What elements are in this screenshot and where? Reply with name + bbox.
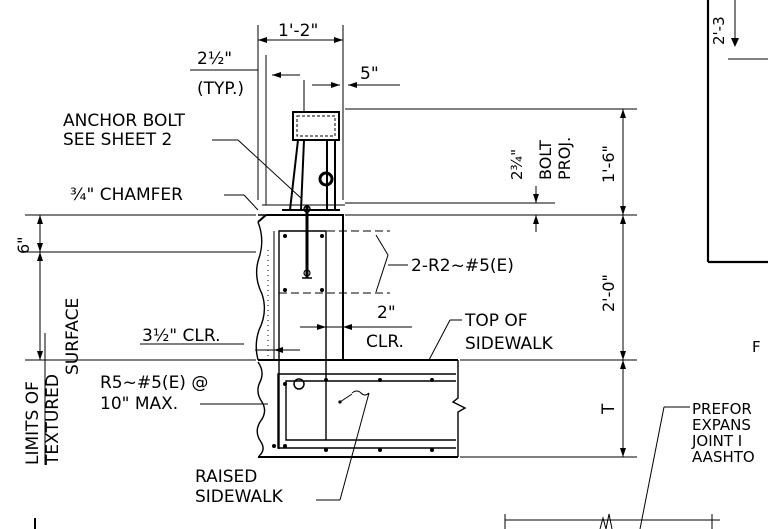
partial-label-f: F bbox=[752, 338, 761, 356]
bolt-proj-label-2: PROJ. bbox=[555, 137, 574, 180]
dim-1-6: 1'-6" bbox=[599, 145, 618, 183]
dim-t: T bbox=[599, 403, 619, 415]
top-of-sidewalk-label-1: TOP OF bbox=[464, 311, 528, 331]
partial-dim-2-3: 2'-3 bbox=[710, 16, 728, 45]
dim-top-width: 1'-2" bbox=[278, 21, 318, 41]
raised-sidewalk-slab bbox=[256, 359, 467, 458]
limits-label-3: SURFACE bbox=[63, 298, 83, 375]
dim-2-clr-value: 2" bbox=[377, 303, 396, 323]
top-of-sidewalk-label-2: SIDEWALK bbox=[465, 334, 554, 354]
partial-label-joint: JOINT I bbox=[691, 432, 742, 450]
partial-label-prefo: PREFOR bbox=[692, 400, 752, 418]
dim-2-0: 2'-0" bbox=[599, 274, 618, 312]
rebar-r5-label-2: 10" MAX. bbox=[100, 394, 178, 414]
chamfer-label: ¾" CHAMFER bbox=[70, 185, 183, 205]
rebar-r2-label: 2-R2~#5(E) bbox=[411, 256, 514, 276]
dim-6: 6" bbox=[14, 236, 33, 254]
bolt-proj-label-1: BOLT bbox=[536, 140, 555, 180]
leader-lines bbox=[140, 139, 462, 501]
adjacent-detail-partial: 2'-3 F PREFOR EXPANS JOINT I AASHTO bbox=[34, 0, 768, 529]
curb-section bbox=[255, 205, 390, 449]
partial-label-aasht: AASHTO bbox=[692, 448, 755, 466]
rebar-r5-label-1: R5~#5(E) @ bbox=[100, 373, 208, 393]
rail-post bbox=[262, 111, 345, 211]
annotations: 1'-2" 2½" (TYP.) 5" ANCHOR BOLT SEE SHEE… bbox=[14, 21, 619, 507]
dim-typ-note: (TYP.) bbox=[197, 79, 244, 99]
anchor-bolt-label-1: ANCHOR BOLT bbox=[63, 111, 185, 131]
limits-label-1: LIMITS OF bbox=[23, 381, 43, 465]
anchor-bolt-label-2: SEE SHEET 2 bbox=[63, 130, 172, 150]
dim-2-clr-note: CLR. bbox=[366, 332, 404, 352]
dim-typ-value: 2½" bbox=[197, 49, 232, 69]
dimension-lines bbox=[25, 25, 637, 458]
dim-3-5-clr: 3½" CLR. bbox=[142, 326, 220, 346]
raised-sidewalk-label-2: SIDEWALK bbox=[195, 487, 284, 507]
partial-label-expans: EXPANS bbox=[692, 416, 751, 434]
slab-rebar-dots bbox=[272, 378, 434, 452]
dim-5: 5" bbox=[360, 64, 379, 84]
bolt-proj-value: 2¾" bbox=[508, 149, 526, 180]
limits-label-2: TEXTURED bbox=[43, 374, 63, 466]
raised-sidewalk-label-1: RAISED bbox=[195, 467, 257, 487]
